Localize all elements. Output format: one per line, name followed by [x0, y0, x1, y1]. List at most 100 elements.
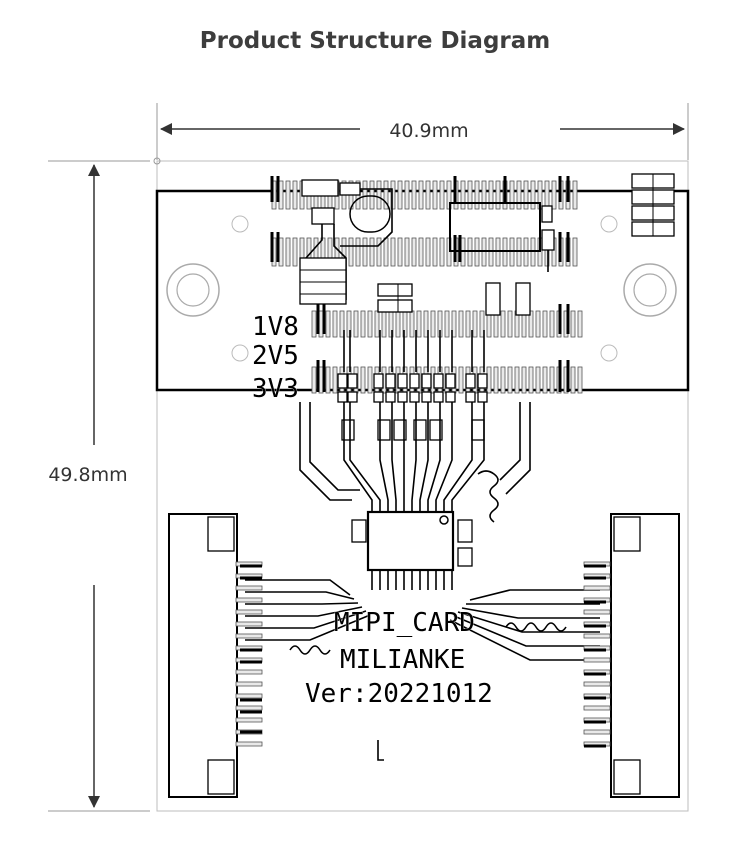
resistor-pad — [465, 373, 476, 389]
trace — [457, 611, 600, 633]
signal-traces — [245, 330, 600, 761]
connector-pin — [362, 237, 368, 267]
connector-pin — [523, 180, 529, 210]
resistor-pad — [385, 373, 396, 389]
pin1-marker — [439, 515, 449, 525]
silk-line-mipi-card: MIPI_CARD — [334, 608, 475, 638]
central-ic — [351, 510, 473, 572]
capacitor-pad — [393, 419, 407, 441]
meander-traces — [289, 470, 567, 655]
connector-pin — [362, 180, 368, 210]
right-connector-pin — [583, 729, 611, 735]
right-connector-pins — [583, 561, 611, 748]
connector-pin — [439, 237, 445, 267]
pin-tick-marks — [270, 176, 570, 392]
connector-pin — [339, 310, 345, 338]
left-connector-pin — [235, 633, 263, 639]
resistor-pad — [337, 391, 348, 403]
resistor-pad — [373, 391, 384, 403]
connector-pin — [409, 310, 415, 338]
connector-pin — [509, 180, 515, 210]
connector-pin — [278, 180, 284, 210]
connector-pin — [544, 180, 550, 210]
right-connector-pin — [583, 705, 611, 711]
voltage-label-1v8: 1V8 — [252, 312, 299, 342]
board-outline — [156, 160, 689, 812]
connector-pin — [318, 310, 324, 338]
connector-pin — [549, 366, 555, 394]
connector-pin — [425, 237, 431, 267]
connector-pin — [390, 180, 396, 210]
resistor-pad-array — [337, 373, 488, 441]
connector-pin — [418, 237, 424, 267]
trace — [419, 402, 429, 512]
trace — [245, 610, 367, 629]
trace — [435, 402, 453, 512]
left-connector-pin — [235, 741, 263, 747]
resistor-pad — [373, 373, 384, 389]
resistor-pad — [445, 373, 456, 389]
left-connector-pin — [235, 597, 263, 603]
connector-pin — [374, 310, 380, 338]
right-connector-pin — [583, 657, 611, 663]
mounting-holes — [166, 215, 677, 362]
connector-pin — [530, 180, 536, 210]
left-connector-pins — [235, 561, 263, 747]
connector-pin — [495, 180, 501, 210]
connector-pin — [570, 310, 576, 338]
connector-pin — [439, 180, 445, 210]
connector-pin — [397, 180, 403, 210]
connector-pin — [376, 180, 382, 210]
resistor-pad — [445, 391, 456, 403]
connector-pin — [500, 366, 506, 394]
connector-pin — [481, 180, 487, 210]
connector-pin — [418, 180, 424, 210]
right-connector-outline — [610, 513, 680, 798]
connector-pin — [425, 180, 431, 210]
trace — [309, 402, 360, 491]
height-label: 49.8mm — [48, 464, 127, 486]
connector-pin — [432, 237, 438, 267]
resistor-pad — [397, 373, 408, 389]
connector-pin — [348, 237, 354, 267]
ic-chip-small — [299, 257, 347, 305]
resistor-pad — [409, 373, 420, 389]
connector-pin — [360, 310, 366, 338]
connector-pin — [458, 366, 464, 394]
trace — [343, 402, 373, 512]
connector-pin — [318, 366, 324, 394]
resistor-pad — [477, 391, 488, 403]
connector-pin — [577, 366, 583, 394]
connector-pin — [430, 310, 436, 338]
resistor-pad — [465, 391, 476, 403]
connector-pin — [542, 366, 548, 394]
resistor-pad — [421, 373, 432, 389]
width-dimension: 40.9mm — [156, 103, 689, 160]
trace — [427, 402, 441, 512]
page-title: Product Structure Diagram — [199, 28, 551, 54]
resistor-pad — [433, 391, 444, 403]
connector-pin — [404, 237, 410, 267]
trace — [469, 589, 600, 601]
connector-pin — [383, 180, 389, 210]
connector-pin — [332, 366, 338, 394]
right-connector-pin — [583, 681, 611, 687]
connector-pin — [325, 366, 331, 394]
top-right-components — [449, 173, 675, 316]
connector-pin — [376, 237, 382, 267]
connector-pin — [551, 180, 557, 210]
trace — [377, 740, 384, 761]
connector-pin — [367, 310, 373, 338]
trace — [299, 402, 352, 501]
right-side-connector — [583, 513, 680, 798]
trace — [391, 402, 397, 512]
left-connector-pin — [235, 717, 263, 723]
left-side-connector — [168, 513, 263, 798]
connector-pin — [411, 180, 417, 210]
trace — [379, 402, 389, 512]
left-connector-pin — [235, 705, 263, 711]
resistor-pad — [347, 373, 358, 389]
connector-pin — [311, 310, 317, 338]
